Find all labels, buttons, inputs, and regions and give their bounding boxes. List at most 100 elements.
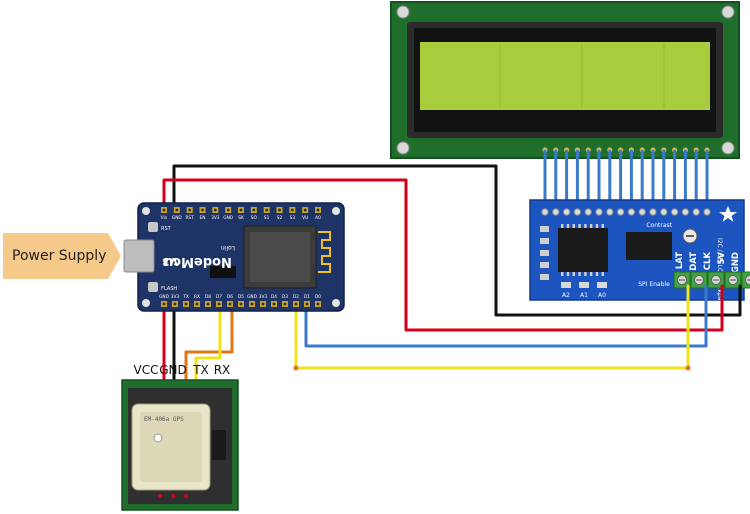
wire-black-gnd[interactable]	[172, 164, 742, 317]
header-pin-label: D1	[304, 294, 310, 300]
header-pin-label: D0	[315, 294, 321, 300]
mounting-hole-icon	[721, 141, 735, 155]
backpack-header-label: DAT	[689, 252, 699, 271]
backpack-chip	[558, 228, 608, 272]
backpack-pad	[670, 208, 679, 216]
address-label: A1	[580, 292, 588, 299]
header-pin-label: VU	[302, 215, 308, 221]
backpack-pad	[616, 208, 625, 216]
header-pin-label: 3V3	[211, 215, 220, 221]
backpack-top-pads	[541, 208, 711, 216]
wire-blue-clk[interactable]	[304, 284, 708, 348]
antenna-icon	[318, 231, 331, 273]
header-pin-label: GND	[247, 294, 258, 300]
lcd-screen	[420, 42, 710, 110]
backpack-pad	[584, 208, 592, 216]
backpack-header-label: 5V	[717, 252, 727, 265]
backpack-pad	[595, 208, 603, 216]
mounting-hole-icon	[721, 5, 735, 19]
header-pin-label: GND	[159, 294, 170, 300]
header-pin-label: D6	[227, 294, 233, 300]
mounting-hole-icon	[396, 141, 410, 155]
header-pin-label: D8	[205, 294, 211, 300]
address-label: A2	[562, 292, 570, 299]
contrast-label: Contrast	[646, 222, 672, 229]
header-pin-label: D7	[216, 294, 222, 300]
backpack-pad	[660, 208, 668, 216]
gps-pin-label: RX	[214, 363, 231, 377]
address-jumper[interactable]	[597, 282, 607, 288]
header-pin-label: D3	[282, 294, 288, 300]
wire-yellow-dat[interactable]	[294, 284, 690, 370]
header-pin-label: 3V3	[259, 294, 268, 300]
header-pin-label: GND	[172, 215, 183, 221]
wire-yellow-gps-rx[interactable]	[194, 298, 222, 392]
usb-port-icon	[123, 239, 155, 273]
header-pin-label: SK	[238, 215, 244, 221]
power-supply-label: Power Supply	[12, 248, 107, 264]
header-pin-label: RST	[185, 215, 194, 221]
gps-pin-label: TX	[192, 363, 209, 377]
usb-serial-chip	[210, 266, 236, 278]
mounting-hole-icon	[396, 5, 410, 19]
header-pin-label: TX	[182, 294, 189, 300]
backpack-pad	[638, 208, 646, 216]
header-pin-label: S1	[264, 215, 270, 221]
backpack-pad	[552, 208, 560, 216]
backpack-pad	[627, 208, 636, 216]
header-pin-label: D5	[238, 294, 244, 300]
lcd-backpack: Contrast I2C / SPI LCD backpack LATDATCL…	[529, 199, 750, 308]
power-supply-arrow	[3, 233, 121, 279]
backpack-header-labels: LAT DAT CLK 5V GND	[675, 252, 741, 274]
lcd-display	[390, 1, 740, 159]
mounting-hole-icon	[142, 207, 150, 215]
backpack-pad	[606, 208, 614, 216]
backpack-pad	[692, 208, 700, 216]
backpack-header-label: LAT	[675, 252, 685, 269]
power-supply-tag: Power Supply	[3, 233, 121, 279]
rst-button-label: RST	[161, 226, 172, 232]
header-pin-label: S3	[290, 215, 296, 221]
backpack-pad	[681, 208, 690, 216]
header-pin-label: RX	[194, 294, 200, 300]
header-pin-label: 3V3	[171, 294, 180, 300]
header-pin-label: S2	[277, 215, 283, 221]
header-pin-label: D4	[271, 294, 277, 300]
backpack-header-label: CLK	[703, 252, 713, 271]
address-jumper[interactable]	[561, 282, 571, 288]
address-label: A0	[598, 292, 606, 299]
wire-orange-gps-tx[interactable]	[184, 298, 234, 392]
backpack-pad	[649, 208, 657, 216]
flash-button[interactable]	[148, 282, 158, 292]
backpack-header-label: GND	[731, 252, 741, 273]
wire-red-5v[interactable]	[162, 178, 724, 332]
nodemcu-version: V3	[162, 255, 178, 268]
backpack-pad	[562, 208, 571, 216]
spi-enable-label: SPI Enable	[638, 281, 670, 288]
nodemcu-maker: Lolin	[221, 244, 235, 251]
mounting-hole-icon	[332, 299, 340, 307]
wires	[162, 164, 742, 392]
backpack-pad	[541, 208, 549, 216]
backpack-shift-register	[626, 232, 672, 260]
header-pin-label: GND	[223, 215, 234, 221]
adafruit-star-icon	[719, 206, 737, 222]
gps-feed-point-icon	[153, 433, 163, 443]
header-pin-label: EN	[200, 215, 206, 221]
gps-pin-label: VCC	[134, 363, 159, 377]
flash-button-label: FLASH	[161, 286, 177, 292]
header-pin-label: SO	[251, 215, 258, 221]
gps-pin-label: GND	[159, 363, 187, 377]
mounting-hole-icon	[332, 207, 340, 215]
nodemcu-logo: NodeMcu	[164, 254, 232, 269]
address-jumper[interactable]	[579, 282, 589, 288]
backpack-pad	[703, 208, 711, 216]
screw-terminals	[673, 271, 750, 289]
rst-button[interactable]	[148, 222, 158, 232]
gps-module-label: EM-406a GPS	[144, 416, 184, 423]
